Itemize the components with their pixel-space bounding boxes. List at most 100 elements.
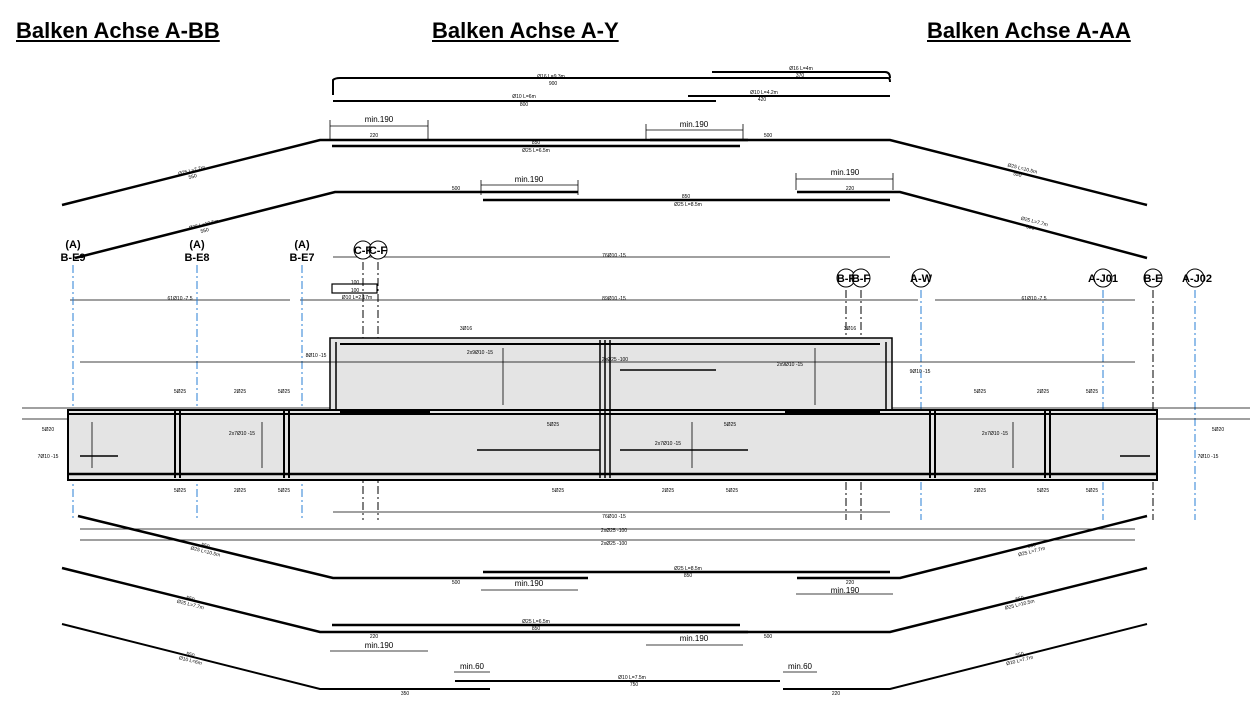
label-bot-l350: 350 [401, 691, 410, 697]
label-bot-l220b: 220 [370, 634, 379, 640]
axis-b-e9: B-E9 [60, 252, 85, 264]
label-b166-5: 5Ø25 [278, 389, 290, 395]
label-stirrup-100a: 100 [351, 280, 360, 286]
label-bot-min3: min.190 [365, 641, 394, 650]
label-bot-min60b: min.60 [788, 662, 813, 671]
bar-mid-left [74, 190, 578, 260]
label-b166: 8Ø10 -15 [306, 353, 327, 359]
label-bot-d550a: 550 [200, 542, 210, 550]
label-b181-len: 420 [758, 97, 767, 103]
label-bot-l500b: 500 [764, 634, 773, 640]
label-b167: 2xØ25 -100 [602, 357, 628, 363]
label-bot-min4: min.190 [680, 634, 709, 643]
label-bot-5c: 5Ø25 [552, 488, 564, 494]
label-bot-2b: 2Ø25 [662, 488, 674, 494]
label-bot-5b: 5Ø25 [278, 488, 290, 494]
label-bot-5d: 5Ø25 [726, 488, 738, 494]
label-b155: 5Ø20 [42, 427, 54, 433]
label-bot-min1: min.190 [515, 579, 544, 588]
beam [22, 337, 1250, 481]
label-stirrup-184: 76Ø10 -15 [602, 253, 626, 259]
bottom-bar-labels: min.190 min.190 min.190 min.190 min.60 m… [176, 542, 1046, 697]
label-b170: Ø16 L=9.3m [537, 74, 565, 80]
label-stirrup-185-left: 61Ø10 -7.5 [167, 296, 192, 302]
label-d550b: 550 [200, 227, 210, 235]
label-b180: 9Ø10 -15 [910, 369, 931, 375]
label-b164: 5Ø25 [547, 422, 559, 428]
label-bot-b184b: Ø25 L=6.5m [522, 619, 550, 625]
label-bot-d550e: 550 [1015, 595, 1025, 603]
label-b181-2: 2x9Ø10 -15 [777, 362, 803, 368]
label-bot-l220: 220 [846, 580, 855, 586]
axis-a-e7: (A) [294, 239, 310, 251]
label-b158: 5Ø20 [1212, 427, 1224, 433]
beam-main [67, 409, 1158, 481]
label-b171: Ø16 L=4m [789, 66, 813, 72]
axis-b-e: B-E [1144, 273, 1163, 285]
bar-mid-right [797, 190, 1148, 260]
label-b178: 2x7Ø10 -15 [655, 441, 681, 447]
top-bar-labels: Ø16 L=9.3m 900 Ø16 L=4m 370 Ø10 L=6m 800… [178, 66, 1049, 235]
label-l220b: 220 [846, 186, 855, 192]
label-bot-5a: 5Ø25 [174, 488, 186, 494]
label-bot-2c: 2Ø25 [974, 488, 986, 494]
label-b177: 2x7Ø10 -15 [982, 431, 1008, 437]
label-min-2: min.190 [680, 120, 709, 129]
label-bot-5e: 5Ø25 [1037, 488, 1049, 494]
beam-labels: 3Ø16 3Ø16 8Ø10 -15 2x9Ø10 -15 2xØ25 -100… [38, 326, 1225, 547]
axis-a-j01: A-J01 [1088, 273, 1118, 285]
axis-bubbles [353, 240, 1205, 288]
bar-171 [712, 71, 891, 79]
label-d550a: 550 [188, 173, 198, 181]
label-stirrup-bottom: 76Ø10 -15 [602, 514, 626, 520]
label-b168-2: 2Ø25 [1037, 389, 1049, 395]
label-b171-len: 370 [796, 73, 805, 79]
label-bot-b184: Ø25 L=8.5m [674, 566, 702, 572]
title-right: Balken Achse A-AA [927, 18, 1131, 43]
label-b171-3: 3Ø16 [844, 326, 856, 332]
label-b181: Ø10 L=4.2m [750, 90, 778, 96]
label-b170-3: 3Ø16 [460, 326, 472, 332]
label-bot-d550d: 550 [1027, 542, 1037, 550]
title-left: Balken Achse A-BB [16, 18, 220, 43]
label-d550d: 550 [1025, 224, 1035, 232]
label-bot-b178: Ø10 L=7.5m [618, 675, 646, 681]
bar-170 [332, 77, 891, 95]
label-bot-min60a: min.60 [460, 662, 485, 671]
axis-a-w: A-W [910, 273, 933, 285]
label-l220: 220 [370, 133, 379, 139]
label-b167-bottom2: 2xØ25 -100 [601, 541, 627, 547]
label-b167-bottom: 2xØ25 -100 [601, 528, 627, 534]
label-l500b: 500 [452, 186, 461, 192]
axis-b-e8: B-E8 [184, 252, 209, 264]
label-stirrup-182-right: 61Ø10 -7.5 [1021, 296, 1046, 302]
label-bot-l850: 850 [684, 573, 693, 579]
axis-b-e7: B-E7 [289, 252, 314, 264]
label-bot-min2: min.190 [831, 586, 860, 595]
title-center: Balken Achse A-Y [432, 18, 619, 43]
axis-b-f-2: B-F [852, 273, 871, 285]
label-bot-l220c: 220 [832, 691, 841, 697]
axis-a-e9: (A) [65, 239, 81, 251]
label-bot-dleft3: Ø10 L=6m [178, 655, 202, 667]
label-b170-len: 900 [549, 81, 558, 87]
label-l850: 850 [532, 140, 541, 146]
label-bot-l750: 750 [630, 682, 639, 688]
label-b162-5: 5Ø25 [174, 389, 186, 395]
label-b160-2: 2Ø25 [234, 389, 246, 395]
axis-b-f-1: B-F [837, 273, 856, 285]
bar-top-left [61, 138, 748, 207]
axis-a-e8: (A) [189, 239, 205, 251]
bar-top-right [650, 138, 1148, 207]
label-l850b: 850 [682, 194, 691, 200]
label-bot-l500: 500 [452, 580, 461, 586]
label-bot-l850b: 850 [532, 626, 541, 632]
label-min-3: min.190 [515, 175, 544, 184]
beam-upstand [329, 337, 893, 413]
label-b174: 2x7Ø10 -15 [229, 431, 255, 437]
label-b184: Ø25 L=6.5m [522, 148, 550, 154]
bottom-bars [61, 511, 1148, 690]
label-b164b: 5Ø25 [724, 422, 736, 428]
label-b163-5: 5Ø25 [1086, 389, 1098, 395]
